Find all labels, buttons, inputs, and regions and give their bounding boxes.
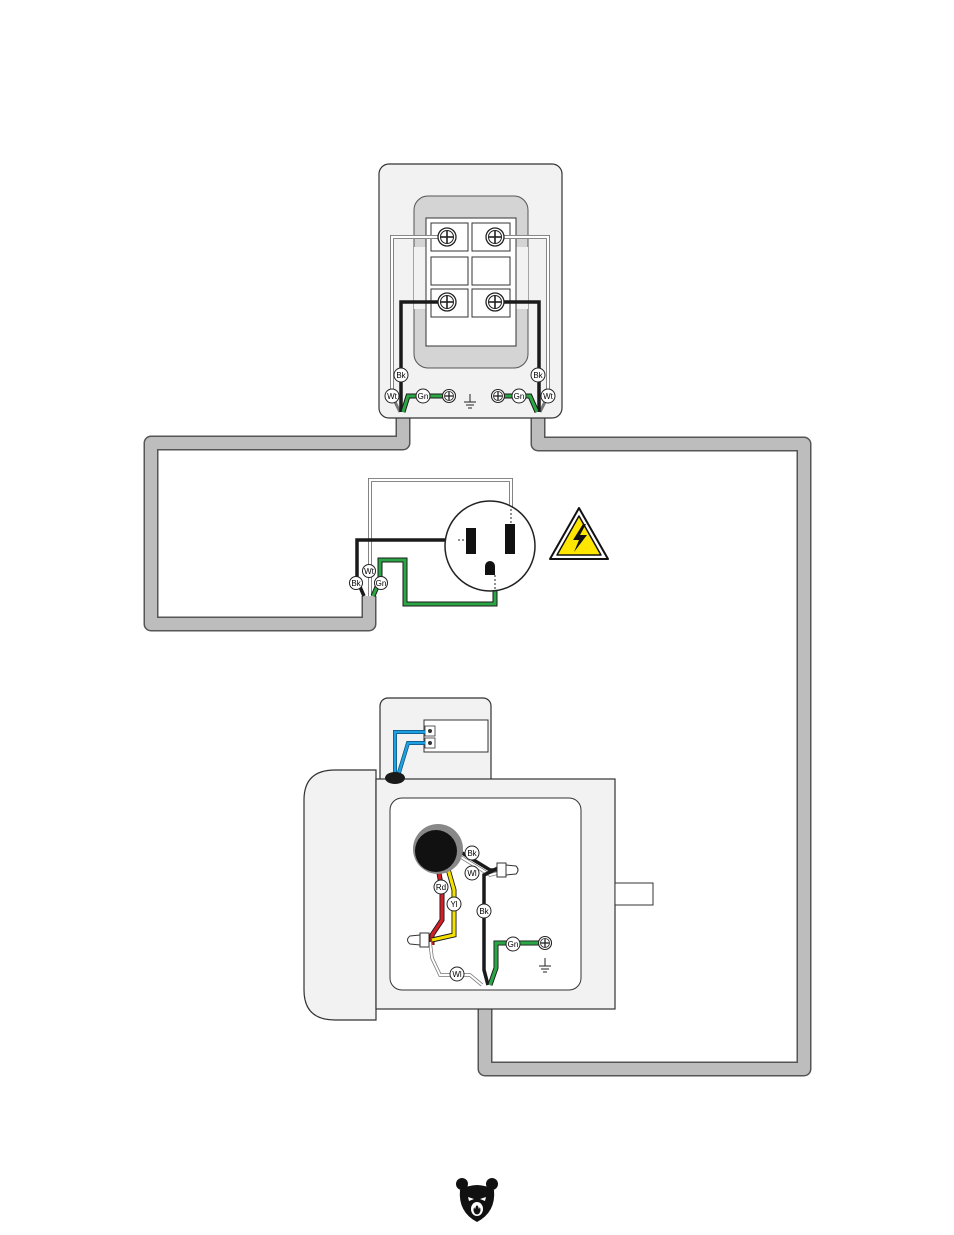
label-bk-left: Bk: [394, 368, 408, 382]
label-wl-cord: Wl: [450, 967, 464, 981]
power-cord-left: [151, 410, 403, 624]
label-gn: Gn: [376, 579, 387, 588]
label-wt: Wt: [387, 392, 398, 401]
label-rd-motor: Rd: [434, 880, 448, 894]
label-gn-cord: Gn: [506, 937, 520, 951]
bear-logo-icon: [456, 1178, 498, 1222]
terminal-screw-icon: [486, 228, 504, 246]
label-wt-right: Wt: [541, 389, 555, 403]
motor-ground-screw-icon: [539, 937, 552, 950]
label-gn: Gn: [514, 392, 525, 401]
label-bk: Bk: [479, 907, 489, 916]
terminal-screw-icon: [438, 293, 456, 311]
label-wt-receptacle: Wt: [363, 565, 376, 578]
label-wl: Wl: [467, 869, 477, 878]
label-wl-motor: Wl: [465, 866, 479, 880]
label-bk: Bk: [351, 579, 361, 588]
label-bk-right: Bk: [531, 368, 545, 382]
label-wt: Wt: [543, 392, 554, 401]
label-rd: Rd: [436, 883, 446, 892]
label-bk-receptacle: Bk: [350, 577, 363, 590]
terminal-screw-icon: [438, 228, 456, 246]
label-gn: Gn: [508, 940, 519, 949]
label-gn-right: Gn: [512, 389, 526, 403]
label-gn-receptacle: Gn: [375, 577, 388, 590]
label-yl-motor: Yl: [447, 897, 461, 911]
grommet: [385, 772, 405, 784]
label-wt-left: Wt: [385, 389, 399, 403]
label-bk: Bk: [396, 371, 406, 380]
motor-junction-hub: [413, 824, 463, 874]
warning-electrical-icon: [550, 508, 608, 559]
label-wt: Wt: [364, 567, 375, 576]
label-bk-motor: Bk: [465, 846, 479, 860]
label-bk: Bk: [533, 371, 543, 380]
ground-screw-icon: [443, 390, 456, 403]
label-gn-left: Gn: [416, 389, 430, 403]
label-bk: Bk: [467, 849, 477, 858]
label-wl: Wl: [452, 970, 462, 979]
label-gn: Gn: [418, 392, 429, 401]
ground-screw-icon: [492, 390, 505, 403]
receptacle-outlet: [445, 501, 535, 591]
terminal-screw-icon: [486, 293, 504, 311]
label-yl: Yl: [450, 900, 457, 909]
label-bk-cord: Bk: [477, 904, 491, 918]
